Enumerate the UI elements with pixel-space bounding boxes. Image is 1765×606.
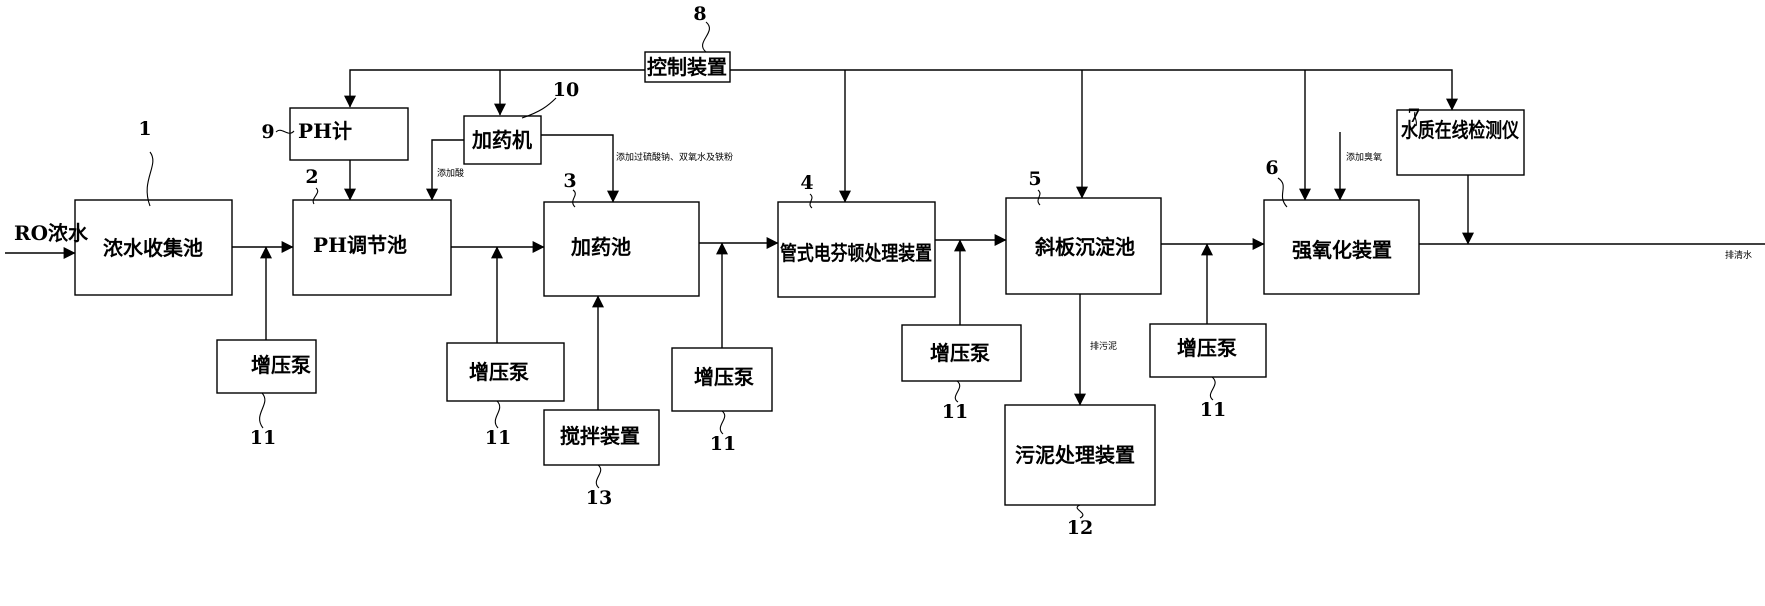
ref-number-5: 5 [1028, 168, 1041, 190]
ref-number-7: 7 [1407, 105, 1420, 127]
dosing-tank-box [543, 201, 700, 297]
leader-11e [1209, 376, 1216, 401]
ph-tank-box [292, 199, 452, 296]
pump-4-box [901, 324, 1022, 382]
control-device-label: 控制装置 [647, 55, 727, 79]
ph-meter-box [289, 107, 409, 161]
settler-box [1005, 197, 1162, 295]
ref-number-11a: 11 [250, 427, 276, 449]
ref-number-3: 3 [563, 170, 576, 192]
ref-number-13: 13 [586, 487, 612, 509]
reagent-label: 添加过硫酸钠、双氧水及铁粉 [616, 151, 733, 163]
pump-1-label: 增压泵 [251, 353, 311, 377]
acid-feed-line [426, 139, 464, 201]
collection-tank-box [74, 199, 233, 296]
outlet-label: 排清水 [1725, 249, 1752, 261]
leader-12 [1076, 504, 1084, 519]
control-bus-right [730, 69, 1458, 111]
ph-meter-label: PH计 [298, 119, 352, 143]
mixer-label: 搅拌装置 [560, 424, 640, 448]
ref-number-9: 9 [261, 121, 274, 143]
leader-10 [521, 97, 557, 119]
oxidizer-box [1263, 199, 1420, 295]
ref-number-1: 1 [138, 118, 151, 140]
pump-5-label: 增压泵 [1177, 336, 1237, 360]
leader-3 [572, 189, 576, 208]
leader-11b [494, 400, 501, 429]
leader-2 [312, 187, 319, 205]
acid-label: 添加酸 [437, 168, 464, 179]
ref-number-6: 6 [1265, 157, 1278, 179]
ref-number-12: 12 [1067, 517, 1093, 539]
ref-number-11c: 11 [710, 433, 736, 455]
leader-8 [702, 21, 710, 53]
ozone-label: 添加臭氧 [1346, 151, 1382, 163]
pump-2-box [446, 342, 565, 402]
sludge-out-label: 排污泥 [1090, 340, 1117, 352]
ref-number-8: 8 [693, 3, 706, 25]
pump-1-box [216, 339, 317, 394]
ref-number-11b: 11 [485, 427, 511, 449]
leader-13 [595, 464, 602, 489]
oxidizer-label: 强氧化装置 [1292, 238, 1392, 262]
leader-9 [275, 129, 295, 134]
doser-box [463, 115, 542, 165]
settler-label: 斜板沉淀池 [1034, 235, 1135, 259]
pump-3-label: 增压泵 [694, 365, 754, 389]
leader-1 [146, 151, 154, 207]
pump-4-label: 增压泵 [930, 341, 990, 365]
pump-3-box [671, 347, 773, 412]
analyzer-label: 水质在线检测仪 [1401, 118, 1520, 142]
leader-4 [809, 193, 813, 209]
analyzer-box [1396, 109, 1525, 176]
leader-6 [1277, 177, 1288, 208]
control-device-box [644, 51, 731, 83]
ref-number-11d: 11 [942, 401, 968, 423]
ph-tank-label: PH调节池 [313, 233, 407, 257]
leader-7 [1414, 111, 1417, 127]
leader-11d [954, 380, 961, 403]
mixer-box [543, 409, 660, 466]
pump-5-box [1149, 323, 1267, 378]
leader-11c [719, 410, 726, 435]
collection-tank-label: 浓水收集池 [103, 236, 203, 260]
pump-2-label: 增压泵 [469, 360, 529, 384]
dosing-tank-label: 加药池 [570, 235, 631, 259]
ref-number-10: 10 [553, 79, 579, 101]
leader-5 [1037, 189, 1041, 206]
ref-number-11e: 11 [1200, 399, 1226, 421]
leader-11a [259, 392, 266, 429]
control-bus-left [344, 69, 645, 108]
ref-number-4: 4 [800, 172, 813, 194]
fenton-label: 管式电芬顿处理装置 [780, 241, 932, 265]
inlet-label: RO浓水 [14, 221, 89, 245]
sludge-box [1004, 404, 1156, 506]
sludge-label: 污泥处理装置 [1015, 443, 1135, 467]
reagent-feed-line [541, 134, 619, 203]
doser-label: 加药机 [471, 128, 532, 152]
ref-number-2: 2 [305, 166, 318, 188]
fenton-box [777, 201, 936, 298]
